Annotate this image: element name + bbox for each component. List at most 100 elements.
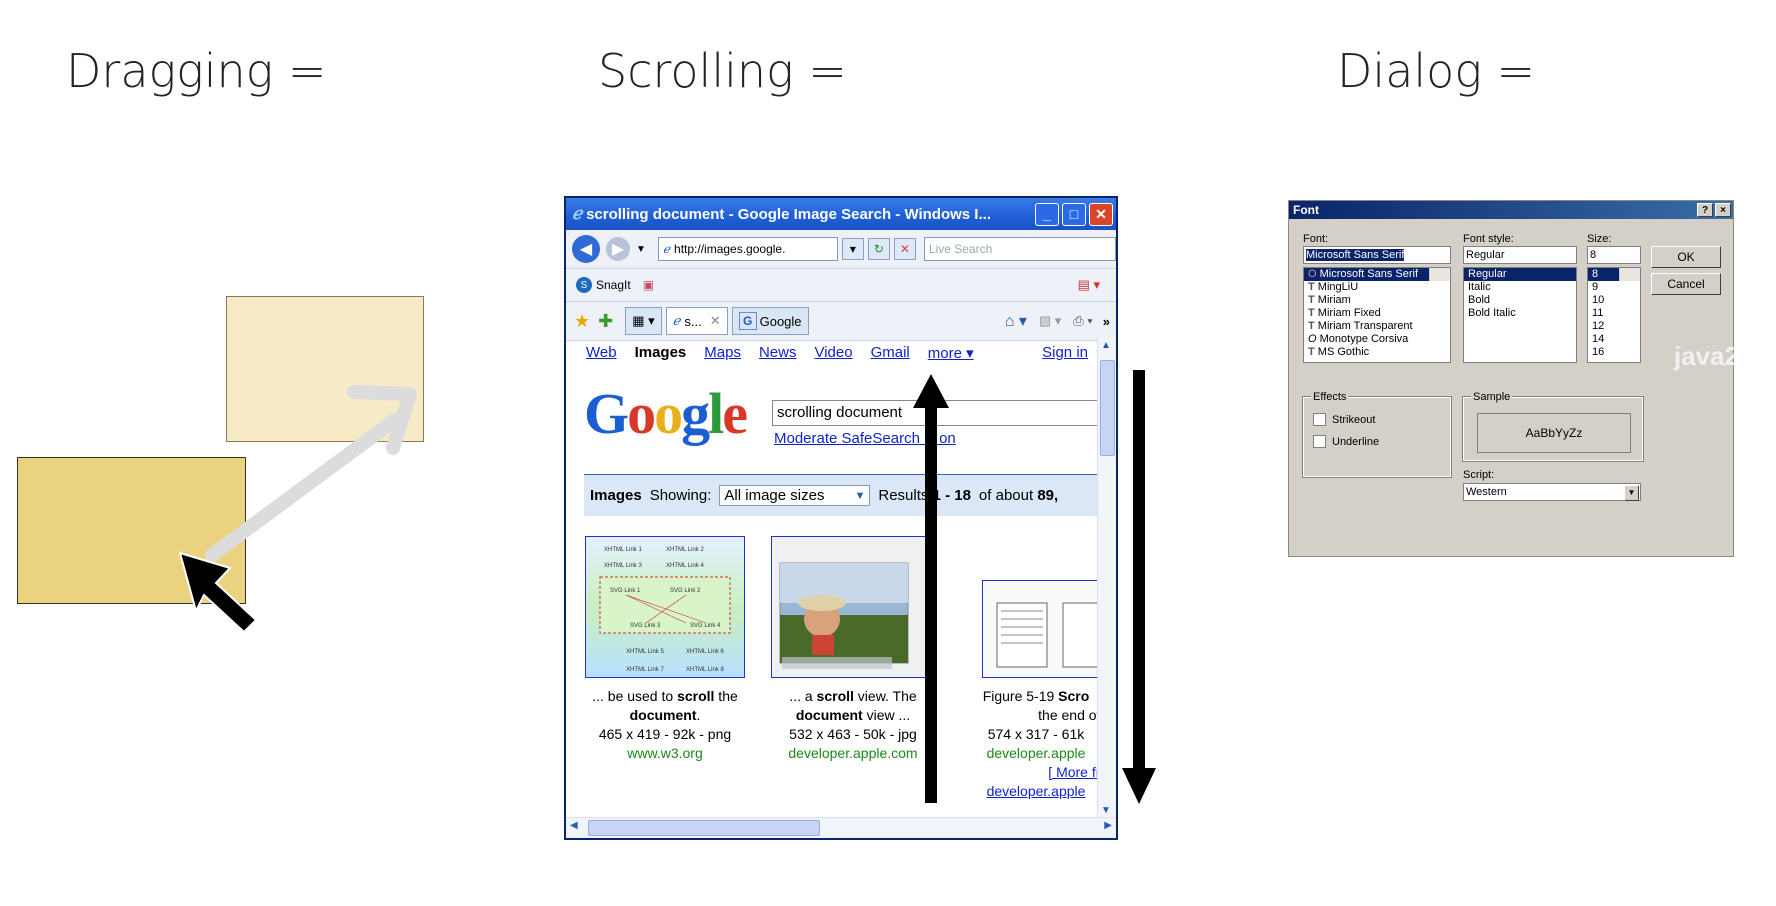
address-dropdown-button[interactable]: ▾ bbox=[841, 238, 864, 260]
font-list-item[interactable]: T MingLiU bbox=[1304, 281, 1450, 294]
font-name-input[interactable]: Microsoft Sans Serif bbox=[1303, 246, 1451, 264]
size-list-scrollbar[interactable] bbox=[1619, 268, 1640, 281]
more-tools-icon[interactable]: » bbox=[1102, 313, 1110, 329]
chevron-down-icon[interactable]: ▼ bbox=[1624, 485, 1639, 501]
maximize-button[interactable]: □ bbox=[1062, 202, 1086, 226]
underline-checkbox[interactable]: Underline bbox=[1313, 435, 1379, 448]
style-list-item[interactable]: Bold bbox=[1468, 294, 1491, 306]
font-list-item[interactable]: O Microsoft Sans Serif bbox=[1304, 268, 1450, 281]
underline-label: Underline bbox=[1332, 435, 1380, 448]
scroll-up-icon[interactable]: ▲ bbox=[1101, 340, 1111, 351]
minimize-button[interactable]: _ bbox=[1035, 202, 1059, 226]
vertical-scroll-thumb[interactable] bbox=[1100, 360, 1115, 456]
stop-button[interactable]: ✕ bbox=[893, 238, 916, 260]
font-list-item-label: Miriam Fixed bbox=[1317, 307, 1381, 319]
ie-logo-icon: ℯ bbox=[572, 204, 583, 223]
style-list-item[interactable]: Regular bbox=[1464, 268, 1576, 281]
script-select[interactable]: Western ▼ bbox=[1463, 483, 1641, 501]
link-gmail[interactable]: Gmail bbox=[870, 344, 910, 361]
result-caption-line2: the end of ... bbox=[1038, 707, 1098, 723]
tab-close-icon[interactable]: ✕ bbox=[709, 313, 721, 328]
favorites-star-icon[interactable]: ★ bbox=[574, 310, 591, 331]
size-input[interactable]: 8 bbox=[1587, 246, 1641, 264]
font-list-scrollbar[interactable] bbox=[1429, 268, 1450, 281]
link-video[interactable]: Video bbox=[814, 344, 853, 361]
result-source[interactable]: developer.apple.com bbox=[788, 745, 918, 761]
snagit-options-icon[interactable]: ▤ ▾ bbox=[1077, 277, 1100, 292]
style-list-item[interactable]: Italic bbox=[1468, 281, 1491, 293]
size-list-item[interactable]: 16 bbox=[1592, 346, 1605, 358]
home-icon[interactable]: ⌂ ▾ bbox=[1004, 313, 1027, 330]
live-search-input[interactable]: Live Search bbox=[923, 237, 1116, 261]
size-list-item[interactable]: 12 bbox=[1592, 320, 1605, 332]
forward-button[interactable]: ▶ bbox=[606, 237, 630, 261]
svg-text:XHTML Link 7: XHTML Link 7 bbox=[626, 667, 664, 673]
safesearch-link[interactable]: Moderate SafeSearch is on bbox=[774, 430, 956, 447]
back-button[interactable]: ◀ bbox=[572, 235, 600, 263]
scroll-down-icon[interactable]: ▼ bbox=[1101, 805, 1111, 816]
svg-text:SVG Link 3: SVG Link 3 bbox=[630, 623, 661, 629]
help-button[interactable]: ? bbox=[1697, 203, 1713, 217]
horizontal-scrollbar[interactable]: ◀ ▶ bbox=[566, 817, 1116, 838]
google-logo[interactable]: Google bbox=[584, 380, 748, 447]
google-nav-links: Web Images Maps News Video Gmail more ▾ … bbox=[566, 338, 1098, 362]
history-dropdown-icon[interactable]: ▼ bbox=[636, 243, 646, 255]
truetype-font-icon: T bbox=[1308, 294, 1315, 306]
font-list-item[interactable]: T Miriam Fixed bbox=[1304, 307, 1450, 320]
capture-icon[interactable]: ▣ bbox=[642, 278, 655, 292]
snagit-button[interactable]: S SnagIt ▣ bbox=[576, 277, 654, 293]
result-source[interactable]: www.w3.org bbox=[627, 745, 703, 761]
scroll-left-icon[interactable]: ◀ bbox=[570, 820, 578, 831]
font-list-item[interactable]: T Miriam Transparent bbox=[1304, 320, 1450, 333]
result-caption: Figure 5-19 Scro bbox=[956, 687, 1098, 706]
style-list-item[interactable]: Bold Italic bbox=[1468, 307, 1516, 319]
vertical-scrollbar[interactable]: ▲ ▼ bbox=[1097, 338, 1116, 818]
font-list-item[interactable]: T Miriam bbox=[1304, 294, 1450, 307]
refresh-button[interactable]: ↻ bbox=[867, 238, 890, 260]
feeds-icon[interactable]: ▧ ▾ bbox=[1038, 313, 1062, 328]
truetype-font-icon: T bbox=[1308, 346, 1315, 358]
cancel-button[interactable]: Cancel bbox=[1651, 273, 1721, 295]
more-from-link[interactable]: [ More fron bbox=[1048, 764, 1098, 780]
link-maps[interactable]: Maps bbox=[704, 344, 741, 361]
add-favorite-icon[interactable]: ✚ bbox=[598, 310, 614, 331]
print-icon[interactable]: ⎙ ▾ bbox=[1073, 313, 1093, 328]
font-style-list[interactable]: Regular Italic Bold Bold Italic bbox=[1463, 267, 1577, 363]
horizontal-scroll-thumb[interactable] bbox=[588, 820, 820, 836]
opentype-font-icon: O bbox=[1308, 268, 1317, 280]
size-list[interactable]: 8 9 10 11 12 14 16 bbox=[1587, 267, 1641, 363]
scroll-right-icon[interactable]: ▶ bbox=[1104, 820, 1112, 831]
quick-tabs-button[interactable]: ▦ ▾ bbox=[625, 307, 662, 335]
size-list-item[interactable]: 10 bbox=[1592, 294, 1605, 306]
more-from-site-link[interactable]: developer.apple bbox=[986, 783, 1086, 799]
link-sign-in[interactable]: Sign in bbox=[1042, 344, 1088, 361]
image-size-select[interactable]: All image sizes ▼ bbox=[719, 485, 871, 506]
result-source[interactable]: developer.apple bbox=[986, 745, 1086, 761]
size-list-item[interactable]: 11 bbox=[1592, 307, 1604, 319]
image-result[interactable]: Figure 5-19 Scro the end of ... 574 x 31… bbox=[956, 536, 1098, 801]
size-list-item[interactable]: 14 bbox=[1592, 333, 1605, 345]
size-list-item[interactable]: 9 bbox=[1592, 281, 1599, 293]
link-more[interactable]: more ▾ bbox=[927, 345, 974, 362]
result-thumbnail-document[interactable] bbox=[982, 580, 1098, 678]
font-name-list[interactable]: O Microsoft Sans Serif T MingLiU T Miria… bbox=[1303, 267, 1451, 363]
font-style-input[interactable]: Regular bbox=[1463, 246, 1577, 264]
font-list-item[interactable]: T MS Gothic bbox=[1304, 346, 1450, 359]
link-web[interactable]: Web bbox=[586, 344, 617, 361]
close-button[interactable]: ✕ bbox=[1089, 202, 1113, 226]
ok-button[interactable]: OK bbox=[1651, 246, 1721, 268]
tab-active[interactable]: ℯ s... ✕ bbox=[665, 307, 728, 335]
result-thumbnail-photo[interactable] bbox=[771, 536, 935, 678]
address-bar[interactable]: ℯ http://images.google. bbox=[657, 237, 838, 261]
strikeout-checkbox[interactable]: Strikeout bbox=[1313, 413, 1375, 426]
dialog-close-button[interactable]: × bbox=[1715, 203, 1731, 217]
tab-google[interactable]: G Google bbox=[731, 307, 809, 335]
image-result[interactable]: ... a scroll view. The document view ...… bbox=[768, 536, 938, 763]
link-news[interactable]: News bbox=[758, 344, 797, 361]
font-name-value: Microsoft Sans Serif bbox=[1306, 249, 1405, 261]
font-list-item[interactable]: O Monotype Corsiva bbox=[1304, 333, 1450, 346]
font-list-item-label: Monotype Corsiva bbox=[1319, 333, 1409, 345]
